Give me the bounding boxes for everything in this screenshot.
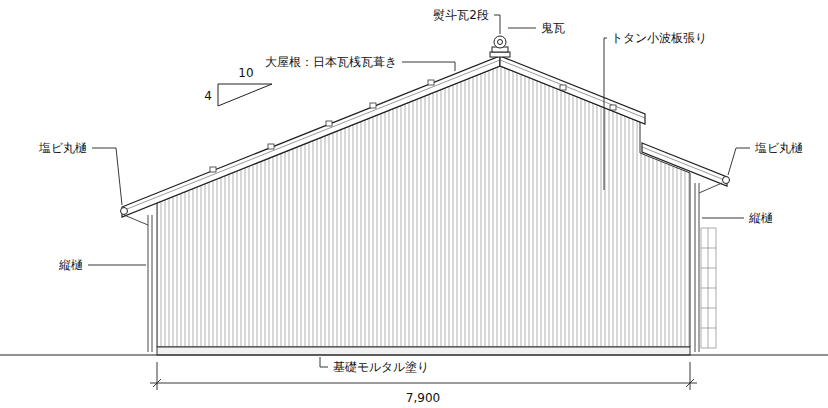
slope-value: 4 xyxy=(203,89,213,103)
callout-label: 縦樋 xyxy=(58,258,84,272)
callout-label: 基礎モルタル塗り xyxy=(332,360,430,374)
leader-lines xyxy=(88,15,750,367)
foundation xyxy=(157,347,690,355)
callout-label: 縦樋 xyxy=(748,211,774,225)
callout-label: 鬼瓦 xyxy=(540,21,566,35)
ridge-tiles xyxy=(490,36,510,57)
lean-to-roof xyxy=(642,143,727,186)
slope-symbol xyxy=(218,84,272,106)
callout-label: 塩ビ丸樋 xyxy=(754,141,804,155)
downspouts xyxy=(124,183,722,352)
callout-label: 熨斗瓦2段 xyxy=(432,8,490,22)
callout-label: 塩ビ丸樋 xyxy=(38,141,88,155)
corrugated-siding xyxy=(157,66,690,347)
gutters xyxy=(121,177,730,215)
callout-label: 大屋根：日本瓦桟瓦葺き xyxy=(264,55,398,69)
ground-line xyxy=(0,355,828,356)
rafter-ends xyxy=(210,80,616,172)
dimension-value: 7,900 xyxy=(405,391,441,405)
slope-value: 10 xyxy=(237,66,254,80)
main-roof-right xyxy=(500,56,645,124)
callout-label: トタン小波板張り xyxy=(610,31,708,45)
lattice xyxy=(701,228,716,348)
main-roof-left xyxy=(122,56,500,217)
